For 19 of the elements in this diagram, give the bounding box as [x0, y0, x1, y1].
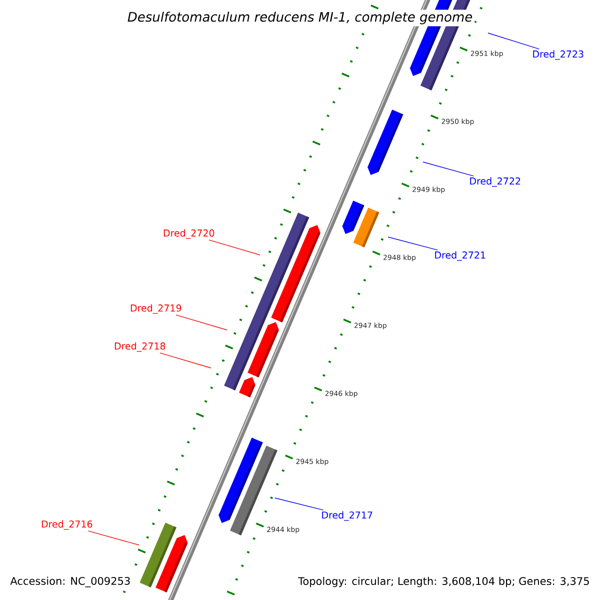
gene-label: Dred_2720 [164, 229, 214, 239]
gene-label: Dred_2718 [114, 342, 166, 352]
leader-line [88, 530, 140, 546]
gene-label: Dred_2722 [470, 177, 520, 187]
footer-text: Accession: NC_009253 [9, 576, 132, 588]
gene-label: Dred_2723 [533, 50, 584, 60]
leader-line [274, 498, 324, 510]
title: Desulfotomaculum reducens MI-1, complete genome [125, 10, 475, 26]
leader-line [208, 240, 260, 256]
leader-line [388, 236, 438, 250]
leader-line [422, 162, 474, 176]
gene-label: Dred_2719 [130, 304, 182, 314]
gene-label: Dred_2716 [42, 520, 92, 530]
leader-line [160, 352, 212, 368]
gene-label: Dred_2721 [435, 251, 486, 261]
leader-line [488, 32, 540, 50]
gene-label: Dred_2717 [322, 511, 372, 521]
leader-line [176, 314, 228, 330]
footer-text: Topology: circular; Length: 3,608,104 bp; Genes: 3,375 [297, 576, 591, 588]
